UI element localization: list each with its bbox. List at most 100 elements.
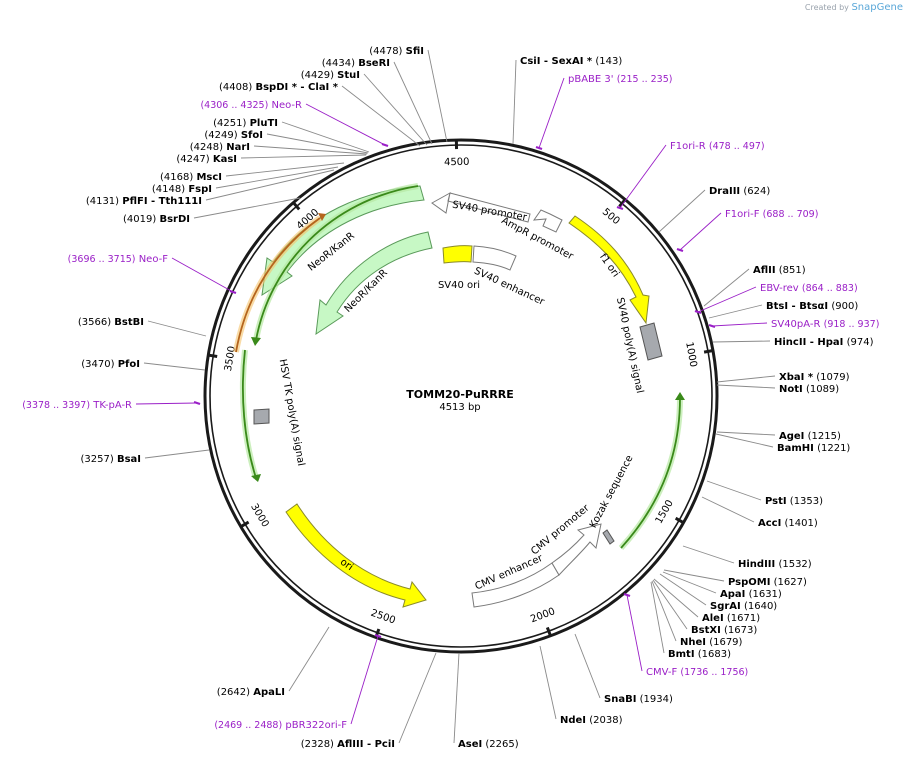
site-label[interactable]: (4247) KasI	[176, 154, 237, 165]
site-label[interactable]: (4131) PflFI - Tth111I	[86, 196, 202, 207]
primer-label[interactable]: pBABE 3' (215 .. 235)	[568, 74, 672, 85]
site-label[interactable]: NdeI (2038)	[560, 715, 623, 726]
feature-sv40-enhancer[interactable]	[472, 245, 517, 271]
primer-label[interactable]: SV40pA-R (918 .. 937)	[771, 319, 879, 330]
site-name: AleI	[702, 613, 724, 624]
site-label[interactable]: NotI (1089)	[779, 384, 839, 395]
site-label[interactable]: SgrAI (1640)	[710, 601, 777, 612]
site-position: (1221)	[817, 443, 850, 454]
site-position: (1673)	[724, 625, 757, 636]
site-label[interactable]: DraIII (624)	[709, 186, 770, 197]
site-label[interactable]: (4434) BseRI	[322, 58, 390, 69]
primer-name: pBABE 3'	[568, 74, 614, 85]
site-label[interactable]: BstXI (1673)	[691, 625, 757, 636]
primer-label[interactable]: F1ori-F (688 .. 709)	[725, 209, 818, 220]
site-position: (1683)	[698, 649, 731, 660]
site-label[interactable]: AccI (1401)	[758, 518, 818, 529]
feature-label-kozak: Kozak sequence	[588, 454, 636, 530]
site-label[interactable]: SnaBI (1934)	[604, 694, 673, 705]
site-label[interactable]: HincII - HpaI (974)	[774, 337, 874, 348]
site-label[interactable]: BmtI (1683)	[668, 649, 731, 660]
primer-label[interactable]: (3378 .. 3397) TK-pA-R	[22, 400, 132, 411]
site-label[interactable]: HindIII (1532)	[738, 559, 812, 570]
feature-ori[interactable]	[285, 503, 427, 608]
site-label[interactable]: (4429) StuI	[301, 70, 360, 81]
site-label[interactable]: AleI (1671)	[702, 613, 760, 624]
site-label[interactable]: AgeI (1215)	[779, 431, 841, 442]
site-leader-line	[341, 85, 421, 147]
primer-range: (215 .. 235)	[617, 74, 673, 85]
feature-f1-ori[interactable]	[568, 215, 650, 325]
site-label[interactable]: XbaI * (1079)	[779, 372, 850, 383]
site-position: (4131)	[86, 196, 119, 207]
feature-neor-kanr-inner[interactable]	[315, 231, 433, 336]
site-label[interactable]: (4478) SfiI	[369, 46, 424, 57]
site-label[interactable]: (4168) MscI	[160, 172, 222, 183]
feature-hsv-tk-polya[interactable]	[253, 408, 270, 425]
site-label[interactable]: (2328) AflIII - PciI	[301, 739, 395, 750]
primer-label[interactable]: CMV-F (1736 .. 1756)	[646, 667, 748, 678]
site-position: (3257)	[81, 454, 114, 465]
primer-binding-mark	[535, 145, 543, 151]
site-label[interactable]: BamHI (1221)	[777, 443, 850, 454]
bp-tick	[674, 516, 686, 525]
site-name: SfiI	[406, 46, 424, 57]
site-label[interactable]: (4408) BspDI * - ClaI *	[219, 82, 339, 93]
site-label[interactable]: ApaI (1631)	[720, 589, 782, 600]
primer-label[interactable]: F1ori-R (478 .. 497)	[670, 141, 765, 152]
primer-leader-line	[626, 594, 643, 672]
site-label[interactable]: (4019) BsrDI	[123, 214, 190, 225]
site-leader-line	[712, 340, 771, 343]
site-position: (1215)	[808, 431, 841, 442]
site-leader-line	[193, 197, 301, 219]
site-position: (143)	[595, 56, 622, 67]
site-label[interactable]: (4248) NarI	[190, 142, 250, 153]
orf-orange-line	[235, 217, 321, 353]
site-position: (4168)	[160, 172, 193, 183]
site-label[interactable]: (4251) PluTI	[213, 118, 278, 129]
primer-label[interactable]: EBV-rev (864 .. 883)	[760, 283, 858, 294]
feature-ampr-promoter[interactable]	[532, 209, 563, 233]
feature-cmv-promoter[interactable]	[551, 523, 602, 576]
feature-label-sv40-enhancer: SV40 enhancer	[472, 266, 546, 309]
site-label[interactable]: (3470) PfoI	[81, 359, 140, 370]
site-label[interactable]: CsiI - SexAI * (143)	[520, 56, 622, 67]
feature-sv40-promoter[interactable]	[431, 192, 531, 223]
site-position: (1401)	[785, 518, 818, 529]
site-label[interactable]: (2642) ApaLI	[217, 687, 285, 698]
site-name: PfoI	[118, 359, 140, 370]
primer-label[interactable]: (4306 .. 4325) Neo-R	[200, 100, 302, 111]
primer-range: (4306 .. 4325)	[200, 100, 268, 111]
site-label[interactable]: (4148) FspI	[152, 184, 212, 195]
site-label[interactable]: AseI (2265)	[458, 739, 519, 750]
site-leader-line	[205, 169, 335, 201]
site-leader-line	[716, 431, 776, 436]
site-name: NarI	[226, 142, 250, 153]
site-label[interactable]: (4249) SfoI	[204, 130, 263, 141]
site-position: (4434)	[322, 58, 355, 69]
site-leader-line	[240, 154, 367, 159]
site-name: BsaI	[117, 454, 141, 465]
site-label[interactable]: PspOMI (1627)	[728, 577, 807, 588]
orf-arcs	[233, 183, 685, 551]
feature-sv40-ori[interactable]	[442, 245, 473, 264]
primer-label[interactable]: (2469 .. 2488) pBR322ori-F	[214, 720, 347, 731]
orf-green-left-line	[242, 349, 257, 479]
site-label[interactable]: PstI (1353)	[765, 496, 823, 507]
site-label[interactable]: BtsI - BtsαI (900)	[766, 301, 858, 312]
site-name: SgrAI	[710, 601, 741, 612]
primer-label[interactable]: (3696 .. 3715) Neo-F	[68, 254, 169, 265]
feature-kozak[interactable]	[602, 529, 615, 545]
bp-tick	[207, 353, 218, 359]
bp-tick	[374, 628, 381, 639]
site-leader-line	[398, 652, 437, 744]
site-label[interactable]: NheI (1679)	[680, 637, 743, 648]
site-leader-line	[144, 449, 210, 459]
site-leader-line	[539, 645, 557, 720]
site-label[interactable]: AflII (851)	[753, 265, 806, 276]
site-label[interactable]: (3566) BstBI	[78, 317, 144, 328]
feature-sv40-polya[interactable]	[639, 322, 663, 361]
primer-name: Neo-R	[272, 100, 303, 111]
site-label[interactable]: (3257) BsaI	[81, 454, 142, 465]
site-position: (1671)	[727, 613, 760, 624]
